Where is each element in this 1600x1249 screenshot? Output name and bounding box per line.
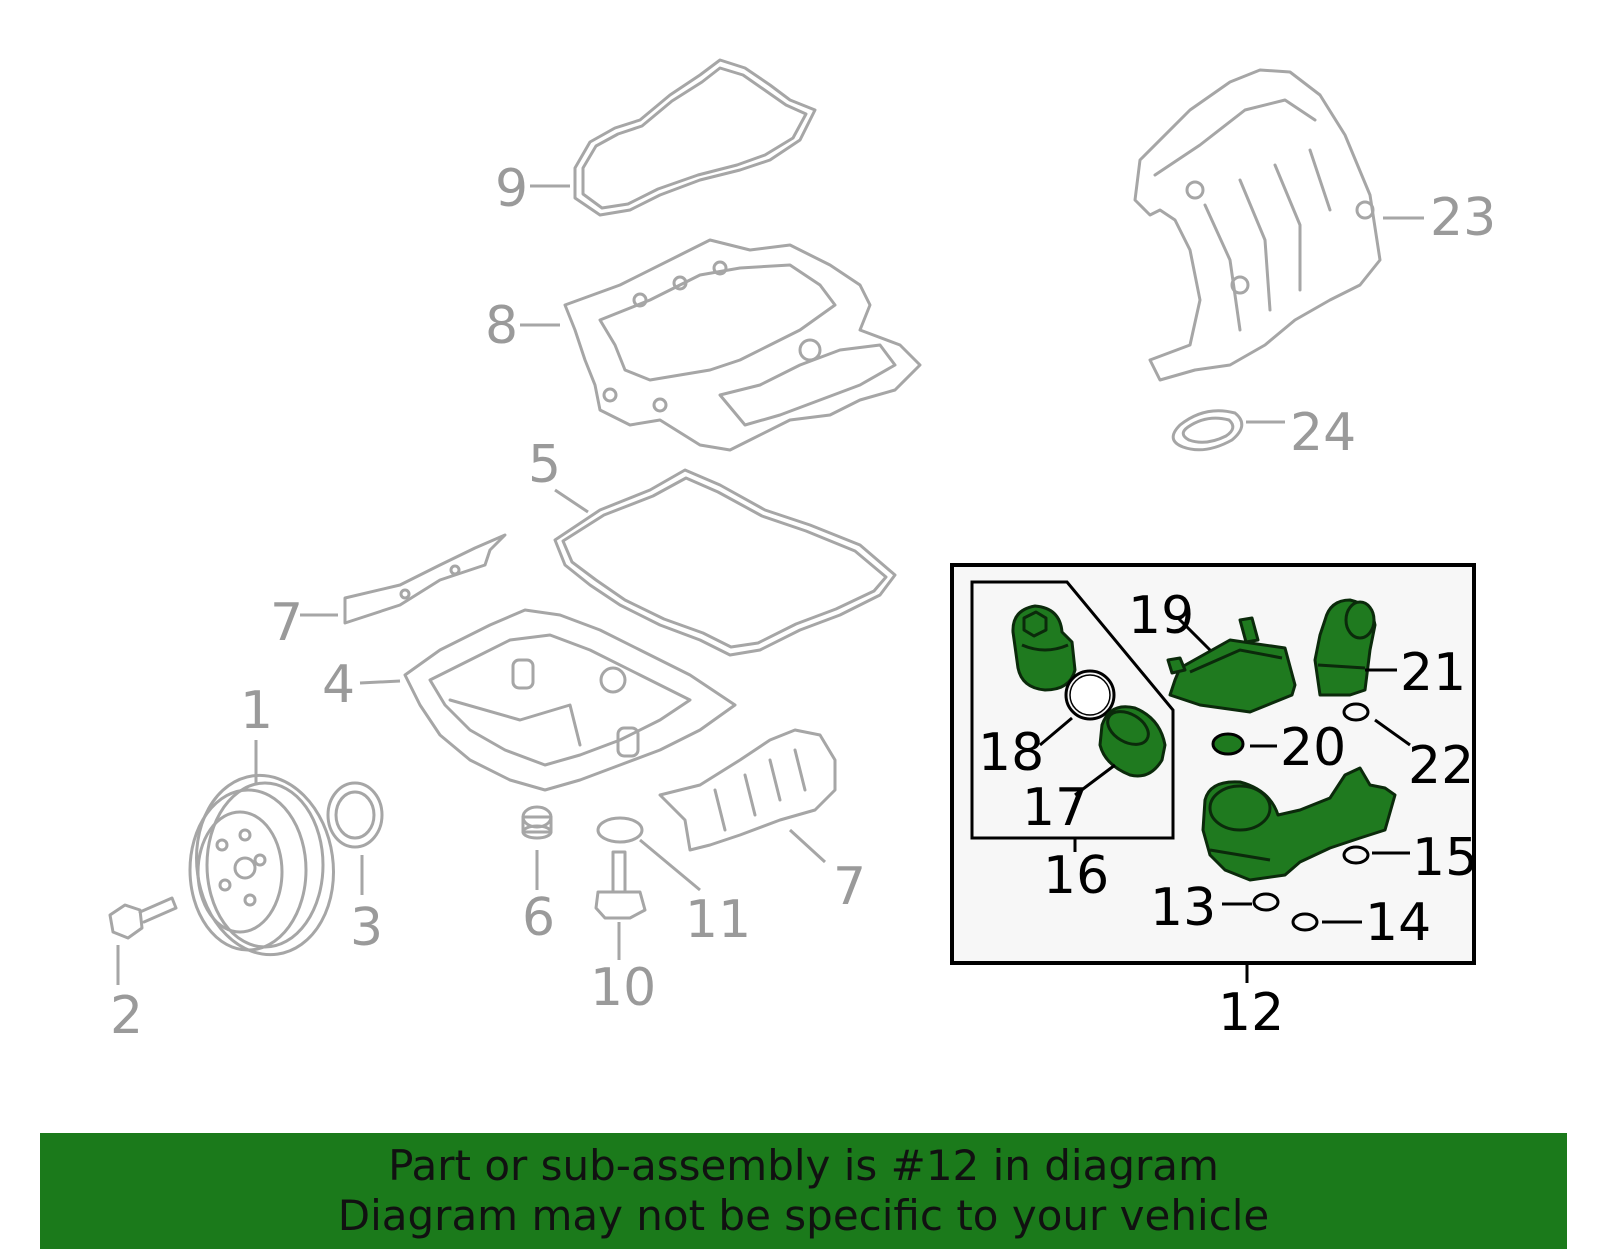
part-12-filter-housing[interactable] [1201,766,1397,882]
part-1-pulley[interactable] [185,766,345,963]
part-23-intake-manifold[interactable] [1133,68,1382,382]
callout-1: 1 [240,681,273,741]
part-11-o-ring[interactable] [596,816,644,844]
part-6-plug[interactable] [521,805,553,840]
part-24-gasket[interactable] [1171,409,1244,452]
leader-7-lower [788,828,827,864]
part-9-gasket[interactable] [573,58,817,217]
part-7-baffle-left[interactable] [343,533,507,625]
callout-2: 2 [110,986,143,1046]
banner-line-2: Diagram may not be specific to your vehi… [337,1191,1270,1240]
callout-24: 24 [1290,403,1356,463]
callout-17: 17 [1022,778,1088,838]
callout-7-lower: 7 [833,857,866,917]
part-19-oil-cooler[interactable] [1166,616,1297,714]
part-14-o-ring[interactable] [1291,912,1319,932]
callout-18: 18 [978,723,1044,783]
callout-16: 16 [1043,846,1109,906]
callout-21: 21 [1400,643,1466,703]
part-3-seal[interactable] [326,781,384,849]
callout-13: 13 [1150,878,1216,938]
part-17-filter[interactable] [1098,705,1167,778]
callout-10: 10 [590,958,656,1018]
callout-5: 5 [528,435,561,495]
callout-7-upper: 7 [270,593,303,653]
part-18-o-ring[interactable] [1064,669,1116,721]
callout-22: 22 [1408,736,1474,796]
callout-15: 15 [1412,828,1478,888]
part-16-subassembly-box[interactable] [970,580,1175,840]
part-22-o-ring[interactable] [1342,702,1370,722]
part-8-upper-oil-pan[interactable] [563,238,922,452]
part-13-o-ring[interactable] [1252,892,1280,912]
part-4-lower-oil-pan[interactable] [403,608,737,792]
leader-5 [554,488,589,514]
part-10-drain-plug[interactable] [594,850,647,920]
parts-diagram: 9 8 5 7 4 7 [108,58,1496,1046]
leader-17 [1074,763,1116,797]
callout-3: 3 [350,898,383,958]
part-7-baffle-right[interactable] [658,728,837,852]
callout-23: 23 [1430,188,1496,248]
part-5-gasket[interactable] [553,468,897,657]
part-15-o-ring[interactable] [1342,845,1370,865]
part-20-seal[interactable] [1211,732,1245,756]
callout-19: 19 [1128,586,1194,646]
leader-22 [1374,718,1411,747]
callout-14: 14 [1365,893,1431,953]
leader-11 [639,838,701,892]
leader-18 [1039,716,1073,747]
callout-11: 11 [685,890,751,950]
callout-8: 8 [485,296,518,356]
callout-9: 9 [495,159,528,219]
info-banner: Part or sub-assembly is #12 in diagram D… [40,1133,1567,1249]
part-21-housing[interactable] [1313,598,1377,697]
banner-line-1: Part or sub-assembly is #12 in diagram [388,1141,1219,1190]
part-16-filter-cap[interactable] [1011,604,1077,692]
callout-4: 4 [322,655,355,715]
leader-19 [1176,616,1212,652]
callout-20: 20 [1280,718,1346,778]
callout-6: 6 [522,888,555,948]
part-2-bolt[interactable] [108,896,178,940]
callout-12: 12 [1218,983,1284,1043]
leader-4 [359,679,401,685]
